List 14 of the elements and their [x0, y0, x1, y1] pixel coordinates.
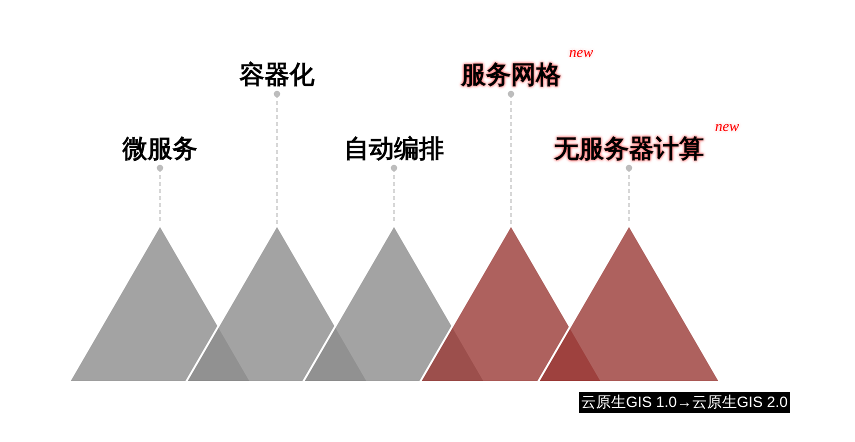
new-tag: new — [569, 44, 594, 62]
topic-label: 无服务器计算 — [554, 133, 704, 165]
topic-label: 微服务 — [122, 133, 198, 165]
leader-line — [626, 164, 632, 224]
leader-line — [508, 90, 514, 224]
topic-label: 自动编排 — [344, 133, 444, 165]
new-tag: new — [715, 118, 740, 136]
leader-line — [390, 164, 398, 224]
triangle-shape — [537, 224, 721, 382]
caption-label: 云原生GIS 1.0→云原生GIS 2.0 — [579, 392, 790, 413]
topic-label: 服务网格 — [461, 59, 561, 91]
leader-line — [274, 90, 280, 224]
topic-label: 容器化 — [240, 59, 314, 91]
leader-line — [156, 164, 164, 224]
